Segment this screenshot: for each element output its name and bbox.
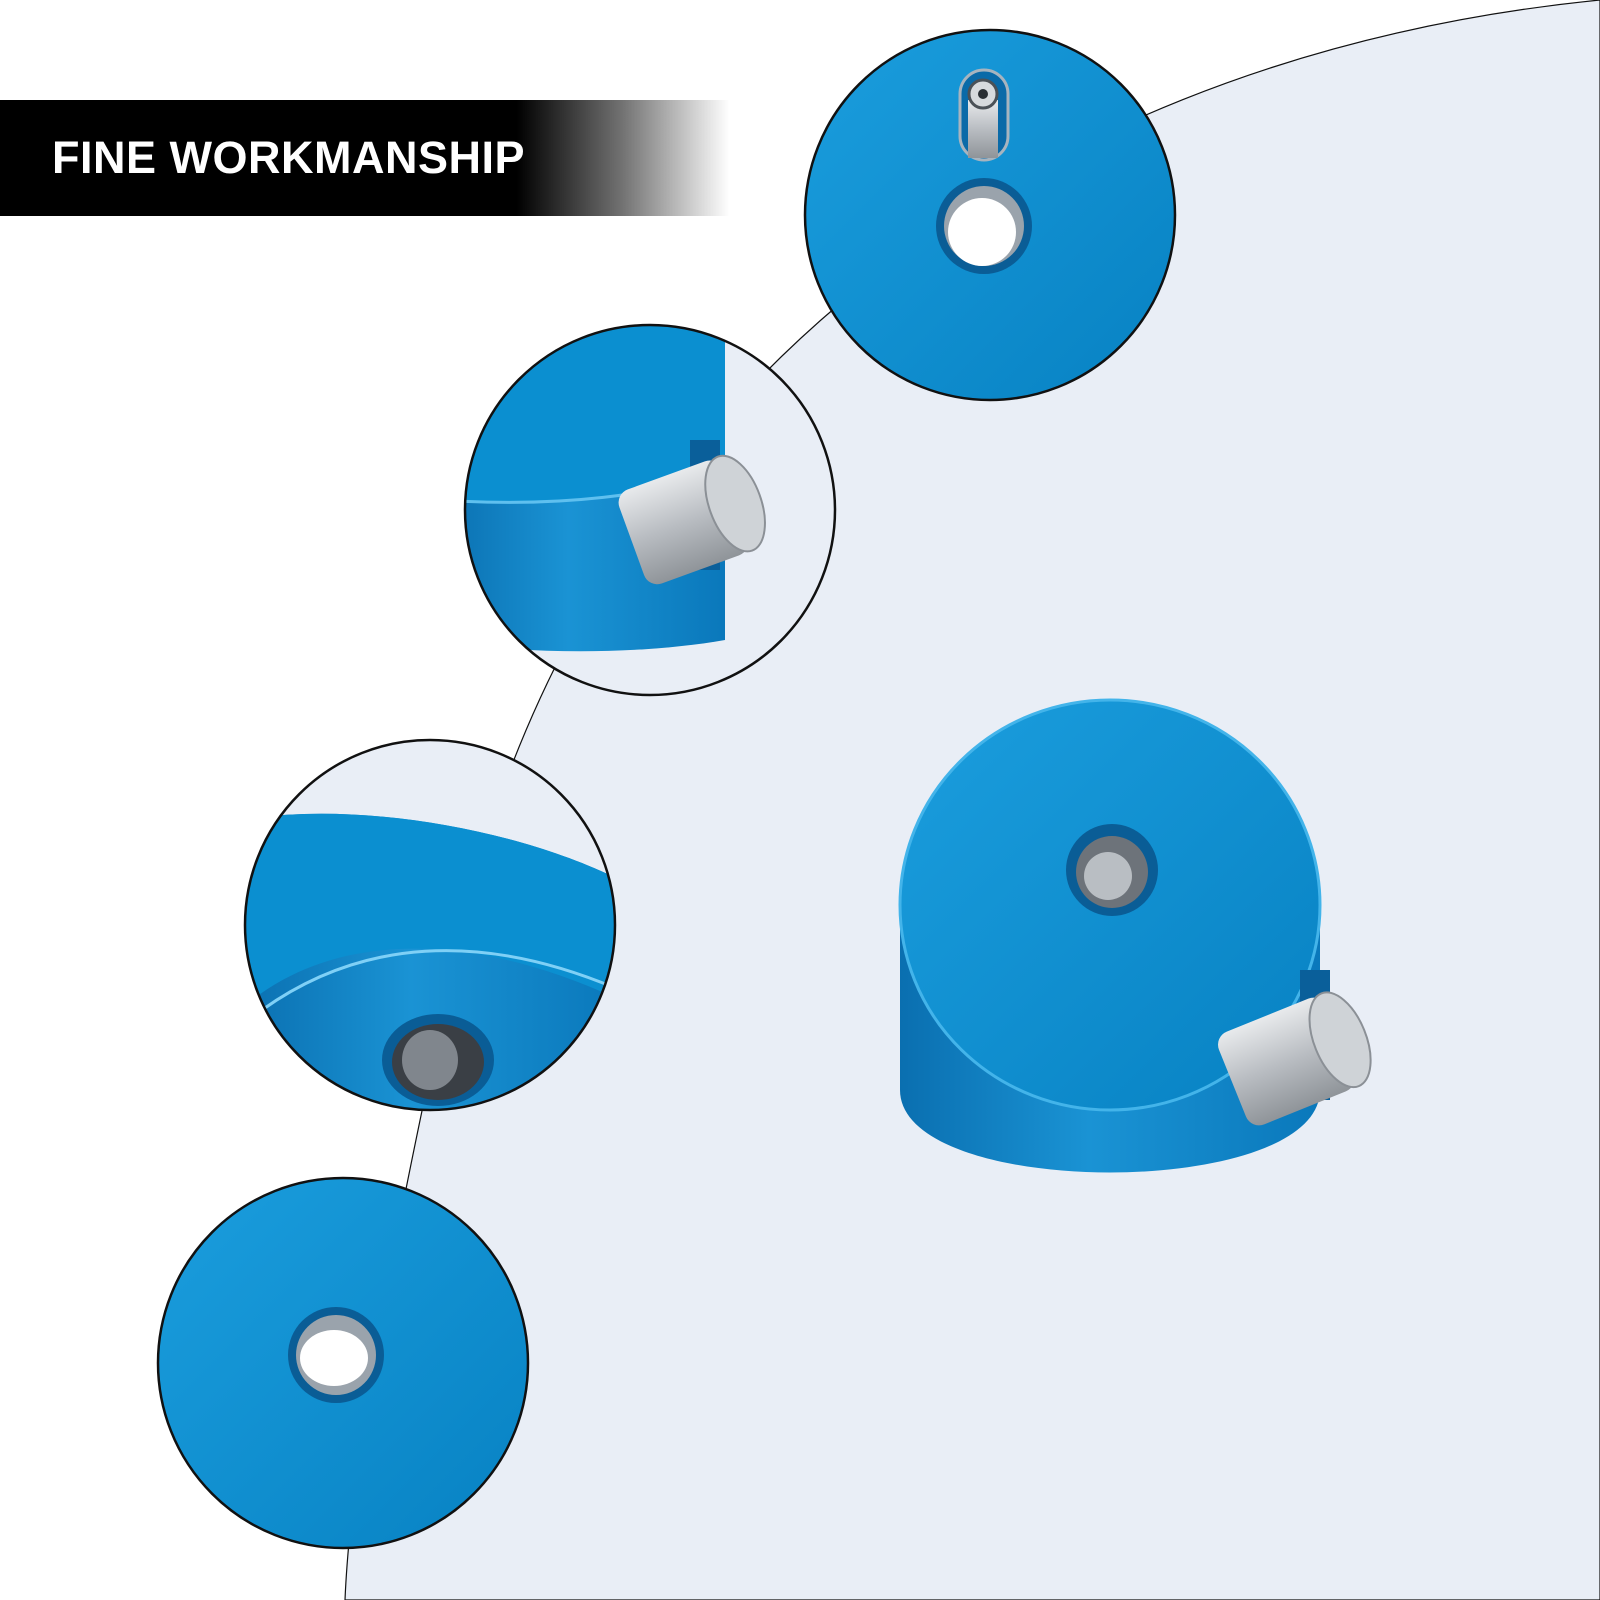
detail-circle-bottom-hole — [156, 1176, 530, 1550]
product-cylinder-weight — [898, 698, 1372, 1173]
detail-circle-top-face — [803, 28, 1177, 402]
detail-circle-threaded-hole — [243, 738, 617, 1112]
detail-circle-side-pin — [463, 323, 837, 697]
title-banner: FINE WORKMANSHIP — [0, 100, 760, 216]
banner-title: FINE WORKMANSHIP — [52, 132, 525, 183]
